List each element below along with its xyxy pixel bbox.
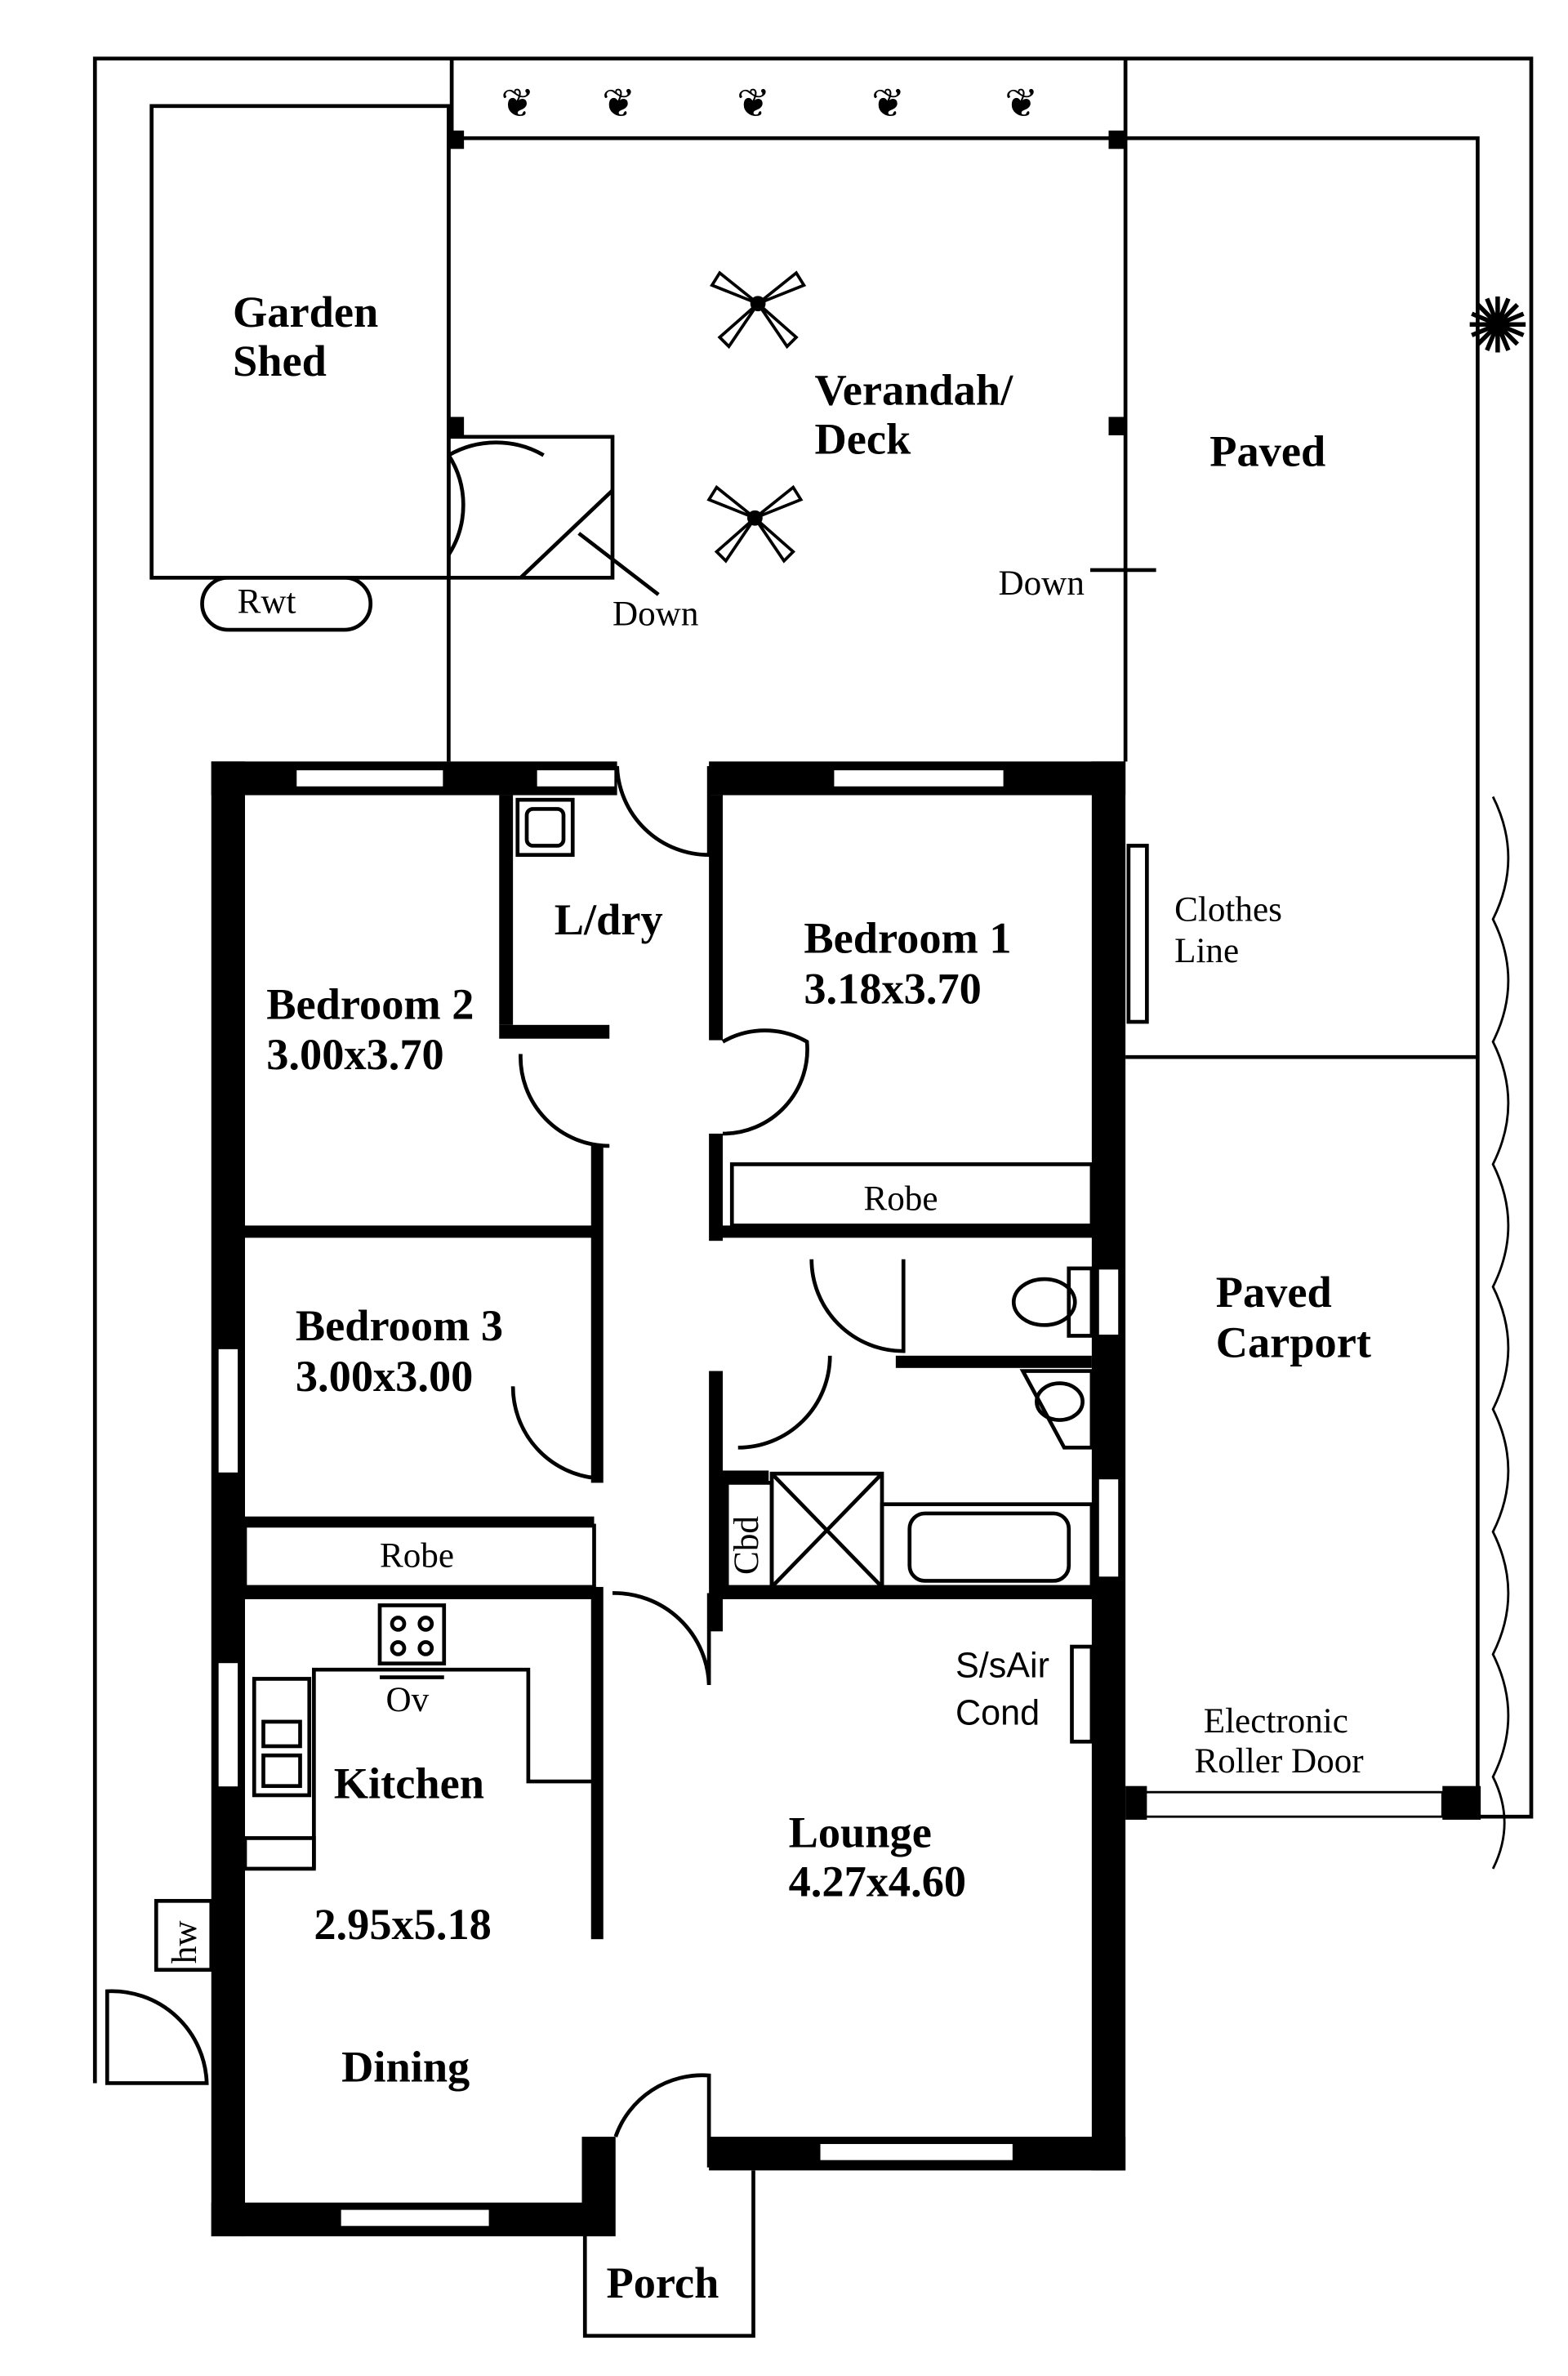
bedroom1-label: Bedroom 1 — [804, 914, 1011, 963]
hedge-icons — [1491, 796, 1510, 1870]
verandah-label-2: Deck — [815, 414, 912, 463]
carport-label-2: Carport — [1216, 1318, 1371, 1367]
garden-shed-label-2: Shed — [233, 337, 327, 386]
porch — [582, 2170, 755, 2338]
lounge-label: Lounge — [789, 1808, 932, 1857]
clothes-line-label: Clothes — [1174, 890, 1282, 929]
fixtures — [154, 797, 1094, 1973]
steps — [448, 435, 615, 580]
down-label: Down — [612, 595, 698, 633]
kitchen-size: 2.95x5.18 — [314, 1900, 491, 1949]
svg-text:❦: ❦ — [1004, 82, 1038, 126]
garden-plant-icons: ❦ ❦ ❦ ❦ ❦ ✺ — [501, 82, 1530, 370]
down-label-2: Down — [999, 564, 1085, 603]
down-arrow — [577, 532, 660, 596]
robe-label-2: Robe — [380, 1537, 454, 1576]
laundry-label: L/dry — [555, 895, 663, 944]
bedroom2-size: 3.00x3.70 — [266, 1030, 443, 1079]
aircon-label-2: Cond — [956, 1694, 1040, 1733]
carport-label: Paved — [1216, 1268, 1332, 1317]
ceiling-fan-icon — [706, 270, 807, 564]
dining-label: Dining — [341, 2043, 470, 2092]
porch-label: Porch — [607, 2258, 719, 2307]
oven-label: Ov — [386, 1681, 430, 1719]
svg-text:✺: ✺ — [1465, 285, 1530, 370]
svg-text:❦: ❦ — [737, 82, 770, 126]
cbd-label: Cbd — [728, 1516, 766, 1575]
rwt-label: Rwt — [238, 582, 296, 621]
svg-text:❦: ❦ — [602, 82, 635, 126]
bedroom3-label: Bedroom 3 — [296, 1301, 503, 1350]
hw-label: hw — [166, 1921, 204, 1964]
clothes-line — [1126, 844, 1149, 1024]
rainwater-tank — [200, 575, 373, 632]
windows — [216, 768, 1121, 2229]
shed-door — [447, 454, 466, 556]
clothes-line-label-2: Line — [1174, 932, 1239, 970]
bedroom2-label: Bedroom 2 — [266, 979, 474, 1028]
doors — [105, 765, 906, 2168]
svg-text:❦: ❦ — [501, 82, 534, 126]
svg-text:❦: ❦ — [871, 82, 905, 126]
paved-label: Paved — [1209, 426, 1325, 475]
house-walls — [211, 761, 1126, 2236]
verandah-label: Verandah/ — [815, 365, 1014, 414]
roller-door — [1144, 1790, 1444, 1818]
robe-label: Robe — [864, 1180, 938, 1219]
lounge-size: 4.27x4.60 — [789, 1857, 966, 1906]
roller-door-label-2: Roller Door — [1195, 1742, 1364, 1781]
bedroom1-size: 3.18x3.70 — [804, 965, 981, 1014]
roller-door-label: Electronic — [1204, 1702, 1348, 1741]
aircon-label: S/sAir — [956, 1647, 1049, 1686]
kitchen-label: Kitchen — [334, 1759, 484, 1808]
garden-shed-label: Garden — [233, 288, 378, 337]
bedroom3-size: 3.00x3.00 — [296, 1352, 473, 1401]
